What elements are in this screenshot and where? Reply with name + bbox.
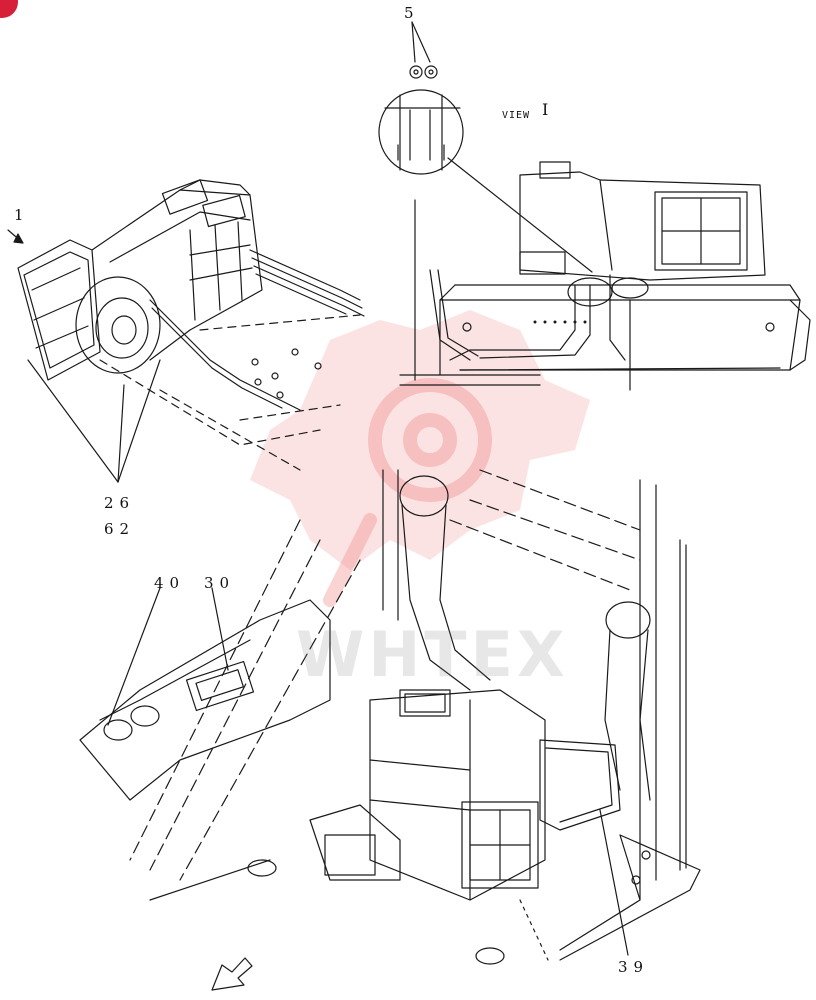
bottom-cab-assembly <box>79 469 701 991</box>
callout-39: 39 <box>618 958 650 976</box>
watermark-gear <box>250 310 590 570</box>
callout-1: 1 <box>14 206 30 224</box>
callout-62: 62 <box>104 520 136 538</box>
view-ref: I <box>542 100 550 119</box>
watermark-text: WHTEX <box>296 618 569 691</box>
callout-40: 40 <box>154 574 186 592</box>
callout-26: 26 <box>104 494 136 512</box>
view-label: VIEW <box>502 110 531 121</box>
callout-30: 30 <box>204 574 236 592</box>
callout-5: 5 <box>404 4 420 22</box>
hvac-unit-top-left <box>7 179 365 483</box>
detail-view-top-right <box>378 21 811 391</box>
